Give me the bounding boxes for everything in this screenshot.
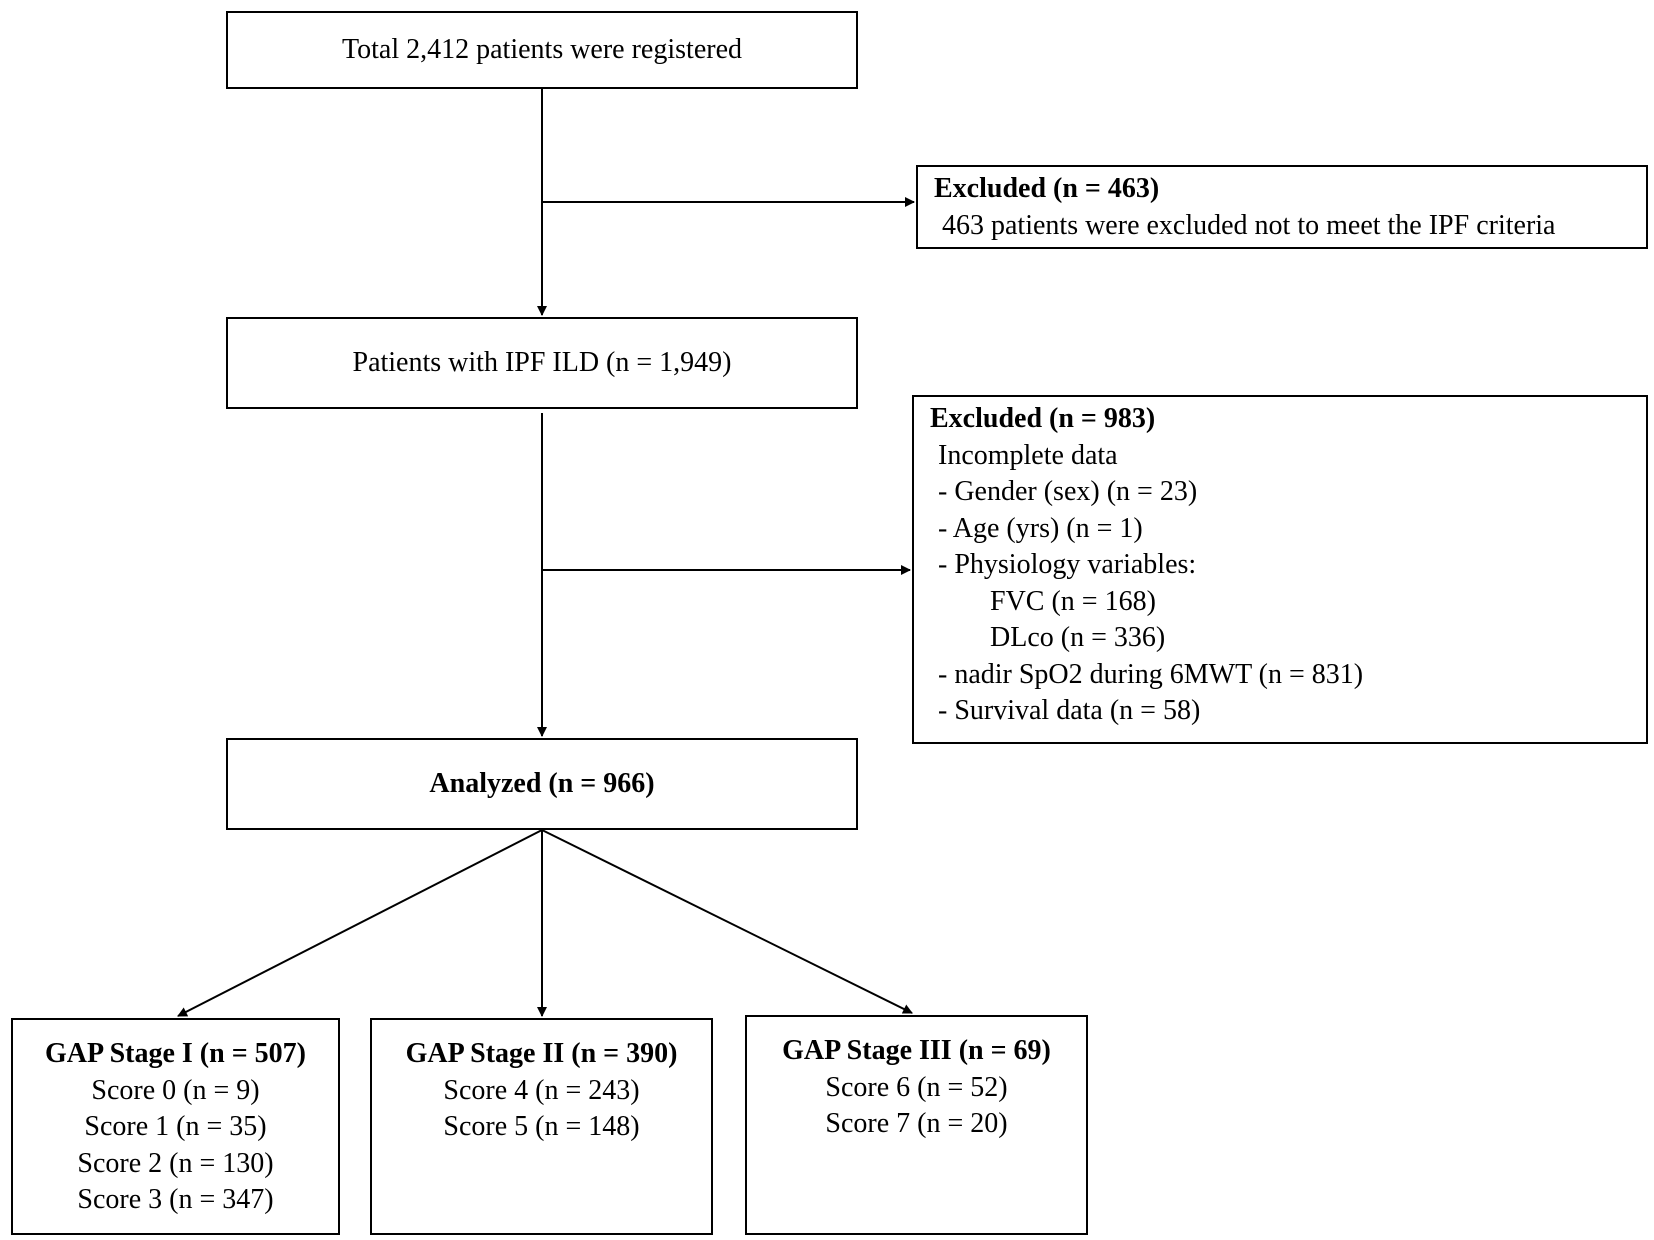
analyzed-text: Analyzed (n = 966) <box>429 768 655 799</box>
gap-stage-3-score-7: Score 7 (n = 20) <box>825 1108 1008 1139</box>
excluded-line-spo2: - nadir SpO2 during 6MWT (n = 831) <box>938 658 1364 690</box>
excluded-line-dlco: DLco (n = 336) <box>990 622 1166 653</box>
ipf-ild-box: Patients with IPF ILD (n = 1,949) <box>226 317 858 409</box>
excluded-criteria-box: Excluded (n = 463) 463 patients were exc… <box>916 165 1648 249</box>
total-registered-text: Total 2,412 patients were registered <box>341 34 742 65</box>
excluded-criteria-title: Excluded (n = 463) <box>934 173 1160 204</box>
gap-stage-1-score-1: Score 1 (n = 35) <box>84 1111 267 1142</box>
excluded-incomplete-box: Excluded (n = 983) Incomplete data - Gen… <box>912 395 1648 744</box>
gap-stage-2-score-4: Score 4 (n = 243) <box>443 1074 640 1106</box>
excluded-line-age: - Age (yrs) (n = 1) <box>938 512 1143 544</box>
gap-stage-1-score-0: Score 0 (n = 9) <box>91 1074 260 1106</box>
excluded-line-survival: - Survival data (n = 58) <box>938 695 1201 726</box>
gap-stage-3-score-6: Score 6 (n = 52) <box>825 1071 1008 1103</box>
gap-stage-2-title: GAP Stage II (n = 390) <box>405 1038 678 1069</box>
gap-stage-2-score-5: Score 5 (n = 148) <box>443 1111 640 1142</box>
arrow-to-stage-3 <box>541 829 913 1014</box>
arrow-to-stage-1 <box>177 829 543 1017</box>
gap-stage-3-box: GAP Stage III (n = 69) Score 6 (n = 52) … <box>745 1015 1088 1235</box>
total-registered-box: Total 2,412 patients were registered <box>226 11 858 89</box>
excluded-criteria-text: 463 patients were excluded not to meet t… <box>942 209 1556 241</box>
analyzed-box: Analyzed (n = 966) <box>226 738 858 830</box>
gap-stage-1-box: GAP Stage I (n = 507) Score 0 (n = 9) Sc… <box>11 1018 340 1235</box>
gap-stage-1-score-2: Score 2 (n = 130) <box>77 1147 274 1179</box>
excluded-line-incomplete-data: Incomplete data <box>938 439 1118 471</box>
gap-stage-1-score-3: Score 3 (n = 347) <box>77 1184 274 1215</box>
excluded-incomplete-title: Excluded (n = 983) <box>930 403 1156 434</box>
excluded-line-physiology: - Physiology variables: <box>938 549 1197 580</box>
gap-stage-2-box: GAP Stage II (n = 390) Score 4 (n = 243)… <box>370 1018 713 1235</box>
excluded-line-gender: - Gender (sex) (n = 23) <box>938 476 1198 507</box>
excluded-line-fvc: FVC (n = 168) <box>990 585 1156 617</box>
gap-stage-3-title: GAP Stage III (n = 69) <box>782 1035 1051 1066</box>
gap-stage-1-title: GAP Stage I (n = 507) <box>45 1038 306 1069</box>
ipf-ild-text: Patients with IPF ILD (n = 1,949) <box>352 347 732 378</box>
